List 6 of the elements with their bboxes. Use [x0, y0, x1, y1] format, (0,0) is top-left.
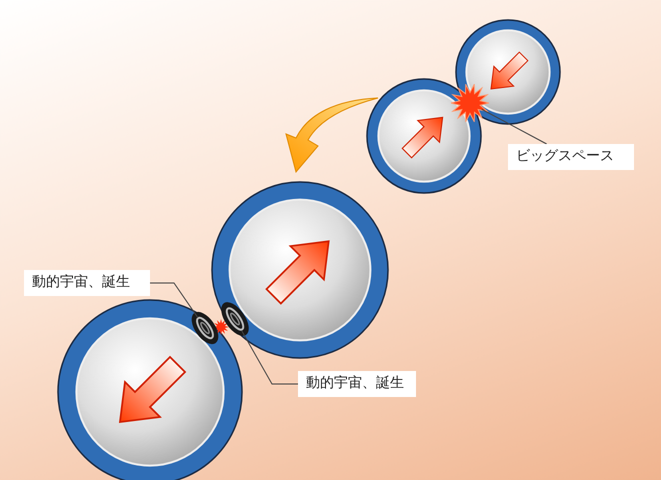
callout-label: ビッグスペース [508, 144, 634, 170]
callout-label: 動的宇宙、誕生 [298, 371, 416, 397]
leader-line [150, 282, 198, 318]
burst-icon [451, 84, 489, 122]
leader-line [241, 330, 298, 384]
callout-label: 動的宇宙、誕生 [24, 270, 150, 296]
